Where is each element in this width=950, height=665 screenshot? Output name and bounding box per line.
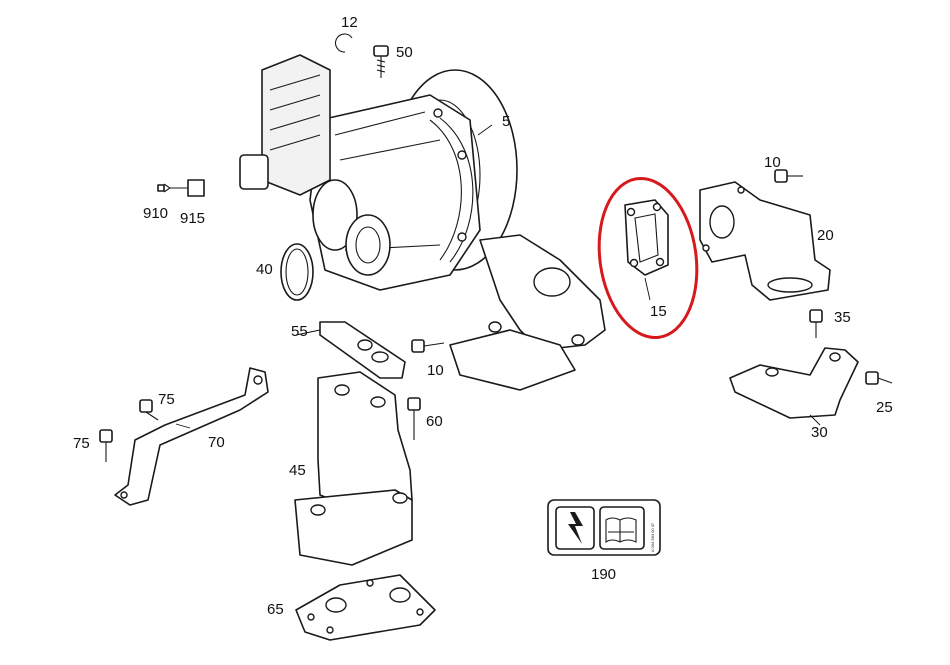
bolt-60 xyxy=(407,397,421,440)
label-915: 915 xyxy=(180,210,205,227)
bracket-30 xyxy=(729,347,859,419)
gasket-15 xyxy=(624,199,669,276)
label-75-lower: 75 xyxy=(73,435,90,452)
svg-text:A 004 584 00 47: A 004 584 00 47 xyxy=(650,522,655,552)
bolt-25 xyxy=(865,371,893,385)
bolt-35 xyxy=(809,309,823,338)
electric-hazard-icon xyxy=(568,512,583,544)
warning-label-190: A 004 584 00 47 xyxy=(547,499,661,556)
circlip-12 xyxy=(334,33,353,53)
label-55: 55 xyxy=(291,323,308,340)
label-50: 50 xyxy=(396,44,413,61)
label-40: 40 xyxy=(256,261,273,278)
bolt-10-lower xyxy=(411,339,445,353)
label-25: 25 xyxy=(876,399,893,416)
gasket-55 xyxy=(319,321,406,379)
label-15: 15 xyxy=(650,303,667,320)
label-60: 60 xyxy=(426,413,443,430)
label-35: 35 xyxy=(834,309,851,326)
label-5: 5 xyxy=(502,113,510,130)
bracket-70 xyxy=(114,367,269,506)
label-190: 190 xyxy=(591,566,616,583)
label-75-upper: 75 xyxy=(158,391,175,408)
gasket-65 xyxy=(295,574,436,641)
label-10-lower: 10 xyxy=(427,362,444,379)
exhaust-elbow-20 xyxy=(699,181,831,301)
bolt-75-lower xyxy=(99,429,113,462)
label-30: 30 xyxy=(811,424,828,441)
connector-910-915 xyxy=(157,179,205,197)
label-20: 20 xyxy=(817,227,834,244)
turbocharger xyxy=(239,54,606,391)
bolt-75-upper xyxy=(139,399,159,421)
bolt-50 xyxy=(373,45,389,78)
label-45: 45 xyxy=(289,462,306,479)
label-70: 70 xyxy=(208,434,225,451)
bolt-10-upper xyxy=(774,169,803,183)
o-ring-40 xyxy=(280,243,314,301)
manual-wrench-icon xyxy=(605,517,637,544)
label-910: 910 xyxy=(143,205,168,222)
support-45 xyxy=(294,371,413,566)
label-65: 65 xyxy=(267,601,284,618)
label-12: 12 xyxy=(341,14,358,31)
highlight-circle xyxy=(597,176,699,340)
label-10-upper: 10 xyxy=(764,154,781,171)
